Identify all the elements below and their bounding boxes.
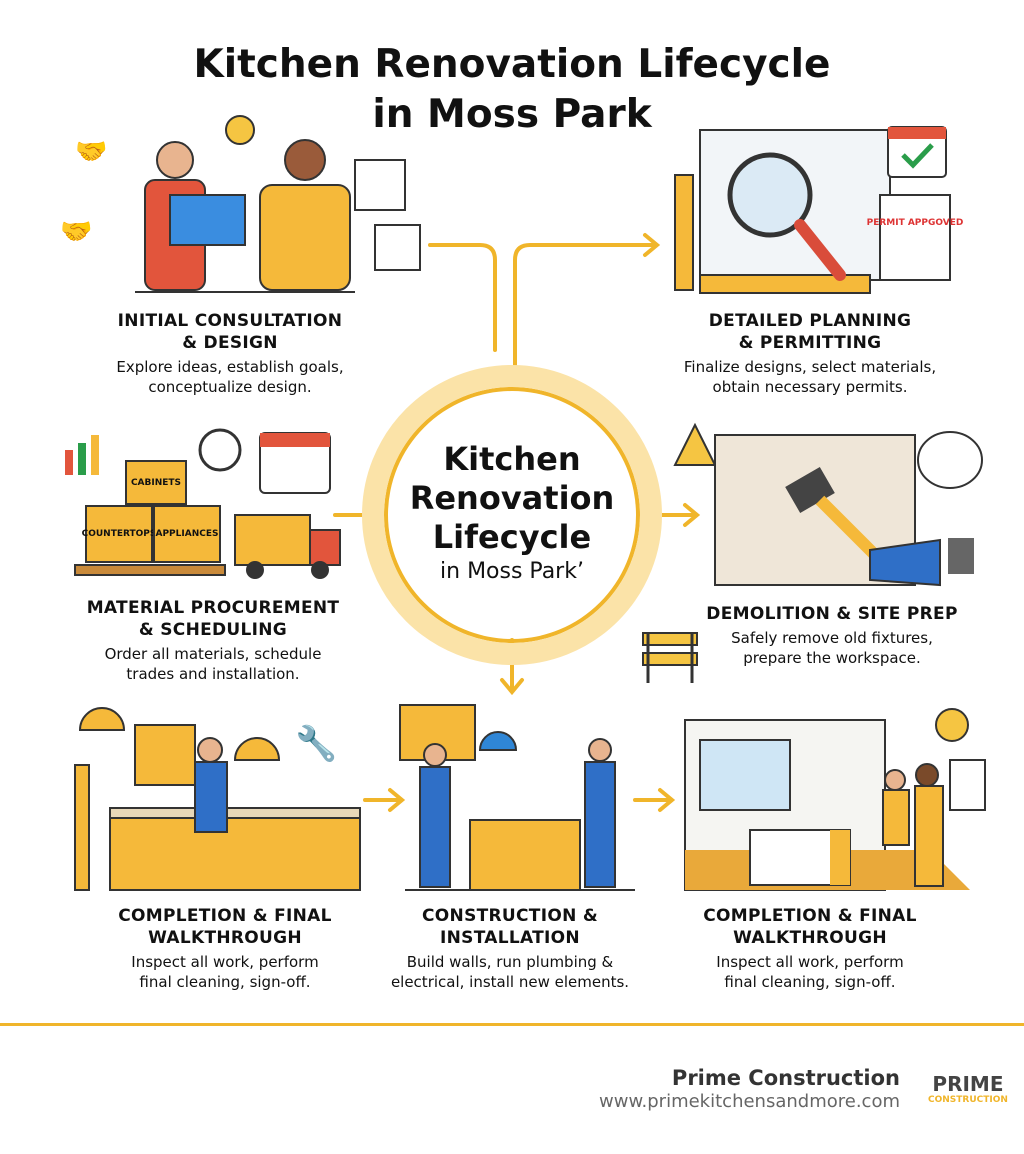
svg-text:🤝: 🤝 — [60, 217, 92, 247]
warning-icon — [673, 422, 717, 466]
company-name: Prime Construction — [671, 1066, 900, 1090]
company-logo: PRIME CONSTRUCTION — [928, 1072, 1008, 1105]
step-construction: CONSTRUCTION &INSTALLATION Build walls, … — [390, 906, 630, 991]
hammer-icon — [785, 467, 835, 513]
smiley-icon — [935, 708, 969, 742]
magnifier-icon — [727, 152, 813, 238]
planning-illustration: PERMIT APPGOVED — [674, 126, 964, 294]
completion-illustration-1: 🔧 — [74, 707, 361, 891]
footer-divider — [0, 1023, 1024, 1026]
floorplan-icon — [354, 159, 406, 211]
center-title: Kitchen Renovation Lifecycle in Moss Par… — [409, 440, 615, 584]
truck-icon — [234, 514, 311, 566]
lamp-icon — [233, 737, 281, 761]
demolition-illustration — [673, 422, 983, 587]
blueprint-icon — [169, 194, 246, 246]
trash-icon — [948, 538, 974, 574]
procurement-illustration: CABINETS COUNTERTOPS APPLIANCES — [60, 425, 350, 585]
svg-text:PERMIT APPGOVED: PERMIT APPGOVED — [867, 218, 964, 228]
step-demolition: DEMOLITION & SITE PREP Safely remove old… — [706, 604, 958, 667]
clock-icon — [198, 428, 242, 472]
tools-icon: 🔧 — [295, 723, 337, 764]
arrow-consult-to-center — [428, 243, 497, 352]
consultation-illustration: 🤝 🤝 — [60, 115, 421, 293]
page-title: Kitchen Renovation Lifecycle in Moss Par… — [193, 42, 831, 137]
checklist-icon — [949, 759, 986, 811]
handshake-icon: 🤝 — [75, 137, 107, 167]
walkthrough-illustration — [684, 708, 986, 891]
step-material-procurement: MATERIAL PROCUREMENT& SCHEDULING Order a… — [86, 598, 340, 683]
permit-document — [879, 194, 951, 281]
hardhat-icon — [78, 707, 126, 731]
step-detailed-planning: DETAILED PLANNING& PERMITTING Finalize d… — [683, 311, 937, 396]
mask-icon — [917, 431, 983, 489]
barrier-icon — [642, 632, 698, 683]
company-url[interactable]: www.primekitchensandmore.com — [599, 1091, 900, 1112]
ruler-icon — [674, 174, 694, 291]
step-initial-consultation: INITIAL CONSULTATION& DESIGN Explore ide… — [116, 311, 344, 396]
lightbulb-icon — [225, 115, 255, 145]
construction-illustration — [399, 704, 635, 891]
arrow-center-to-planning — [513, 243, 657, 382]
